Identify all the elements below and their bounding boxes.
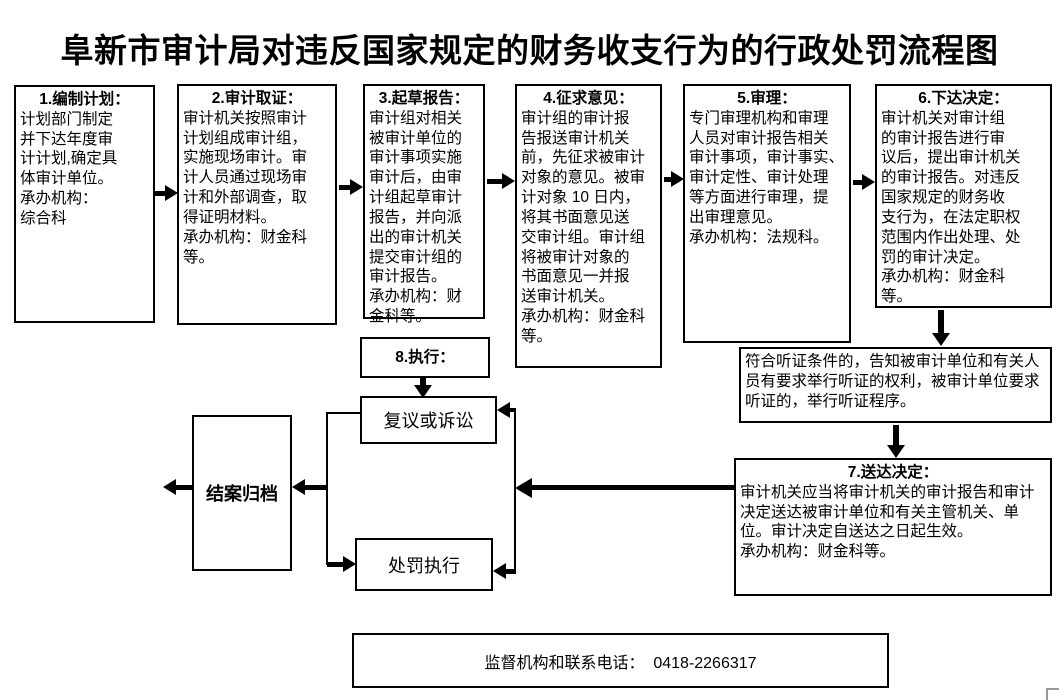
- arrow-junction-to-review-head: [497, 402, 510, 418]
- arrow-step1-to-step2-shaft: [155, 191, 166, 196]
- step7-heading: 7.送达决定：: [847, 464, 939, 481]
- step7-body: 审计机关应当将审计机关的审计报告和审计决定送达被审计单位和有关主管机关、单位。审…: [740, 483, 1035, 561]
- arrow-step2-to-step3-shaft: [339, 185, 351, 190]
- step3-body: 审计组对相关 被审计单位的 审计事项实施 审计后，由审 计组起草审计 报告，并向…: [369, 109, 463, 326]
- step7-box: 7.送达决定： 审计机关应当将审计机关的审计报告和审计决定送达被审计单位和有关主…: [734, 458, 1052, 596]
- arrow-step5-to-step6-head: [862, 174, 875, 190]
- hearing-note-body: 符合听证条件的，告知被审计单位和有关人员有要求举行听证的权利，被审计单位要求听证…: [745, 353, 1040, 410]
- arrow-step3-to-step4-shaft: [487, 179, 503, 184]
- arrow-junction-to-penalty-left-head: [343, 556, 356, 572]
- arrow-step3-to-step4-head: [502, 173, 515, 189]
- arrow-step4-to-step5-shaft: [664, 177, 672, 182]
- step1-heading: 1.编制计划：: [39, 91, 130, 108]
- penalty-execution-label: 处罚执行: [388, 555, 460, 576]
- case-closing-box: 结案归档: [192, 415, 292, 571]
- arrow-hearing-to-step7-shaft: [893, 425, 899, 446]
- step3-heading: 3.起草报告：: [378, 90, 470, 107]
- step5-body: 专门审理机构和审理 人员对审计报告相关 审计事项，审计事实、 审计定性、审计处理…: [689, 109, 845, 246]
- step5-heading: 5.审理：: [737, 90, 797, 107]
- step8-box: 8.执行：: [360, 337, 490, 378]
- step1-box: 1.编制计划： 计划部门制定 并下达年度审 计计划,确定具 体审计单位。 承办机…: [14, 85, 155, 323]
- step1-body: 计划部门制定 并下达年度审 计计划,确定具 体审计单位。 承办机构： 综合科: [20, 110, 118, 227]
- arrow-step2-to-step3-head: [350, 179, 363, 195]
- arrow-junction-to-archive-head: [292, 479, 305, 495]
- review-or-litigation-box: 复议或诉讼: [360, 396, 497, 444]
- step5-box: 5.审理： 专门审理机构和审理 人员对审计报告相关 审计事项，审计事实、 审计定…: [683, 84, 851, 343]
- arrow-step5-to-step6-shaft: [853, 180, 863, 185]
- step4-heading: 4.征求意见：: [543, 90, 634, 107]
- contact-text: 监督机构和联系电话： 0418-2266317: [484, 654, 757, 672]
- arrow-junction-to-review-shaft: [507, 408, 516, 412]
- step2-box: 2.审计取证： 审计机关按照审计 计划组成审计组， 实施现场审计。审 计人员通过…: [177, 84, 337, 325]
- hearing-note-box: 符合听证条件的，告知被审计单位和有关人员有要求举行听证的权利，被审计单位要求听证…: [739, 347, 1052, 423]
- step8-heading: 8.执行：: [395, 348, 455, 366]
- arrow-step6-to-hearing-shaft: [938, 310, 944, 333]
- step2-body: 审计机关按照审计 计划组成审计组， 实施现场审计。审 计人员通过现场审 计和外部…: [183, 109, 308, 266]
- step6-heading: 6.下达决定：: [918, 90, 1009, 107]
- connector-right-vertical: [514, 408, 516, 573]
- arrow-step7-to-junction-shaft: [530, 485, 734, 490]
- arrow-step8-to-review-head: [414, 385, 432, 398]
- case-closing-label: 结案归档: [206, 484, 278, 504]
- arrow-archive-exit-head: [163, 479, 176, 495]
- arrow-step6-to-hearing-head: [932, 333, 950, 346]
- step4-body: 审计组的审计报 告报送审计机关 前，先征求被审计 对象的意见。被审 计对象 10…: [521, 109, 646, 345]
- arrow-junction-to-penalty-shaft: [504, 569, 516, 574]
- connector-left-vertical: [326, 412, 328, 565]
- step6-box: 6.下达决定： 审计机关对审计组 的审计报告进行审 议后，提出审计机关 的审计报…: [875, 84, 1052, 308]
- step4-box: 4.征求意见： 审计组的审计报 告报送审计机关 前，先征求被审计 对象的意见。被…: [515, 84, 662, 368]
- step6-body: 审计机关对审计组 的审计报告进行审 议后，提出审计机关 的审计报告。对违反 国家…: [881, 109, 1021, 306]
- arrow-step4-to-step5-head: [671, 171, 684, 187]
- contact-box: 监督机构和联系电话： 0418-2266317: [352, 633, 889, 688]
- arrow-junction-to-penalty-head: [493, 563, 506, 579]
- review-or-litigation-label: 复议或诉讼: [383, 411, 474, 431]
- arrow-junction-to-archive-shaft: [305, 485, 327, 490]
- arrow-step7-to-junction-head: [515, 478, 532, 498]
- connector-review-left-stub: [326, 412, 360, 414]
- penalty-execution-box: 处罚执行: [355, 538, 493, 591]
- step2-heading: 2.审计取证：: [211, 90, 303, 107]
- arrow-hearing-to-step7-head: [887, 445, 905, 458]
- arrow-step1-to-step2-head: [165, 185, 178, 201]
- page-corner-fragment: [1046, 688, 1059, 700]
- arrow-step8-to-review-shaft: [420, 378, 426, 387]
- arrow-archive-exit-shaft: [176, 485, 192, 490]
- step3-box: 3.起草报告： 审计组对相关 被审计单位的 审计事项实施 审计后，由审 计组起草…: [363, 84, 485, 325]
- flow-title: 阜新市审计局对违反国家规定的财务收支行为的行政处罚流程图: [60, 32, 999, 69]
- arrow-junction-to-penalty-left-shaft: [327, 562, 344, 567]
